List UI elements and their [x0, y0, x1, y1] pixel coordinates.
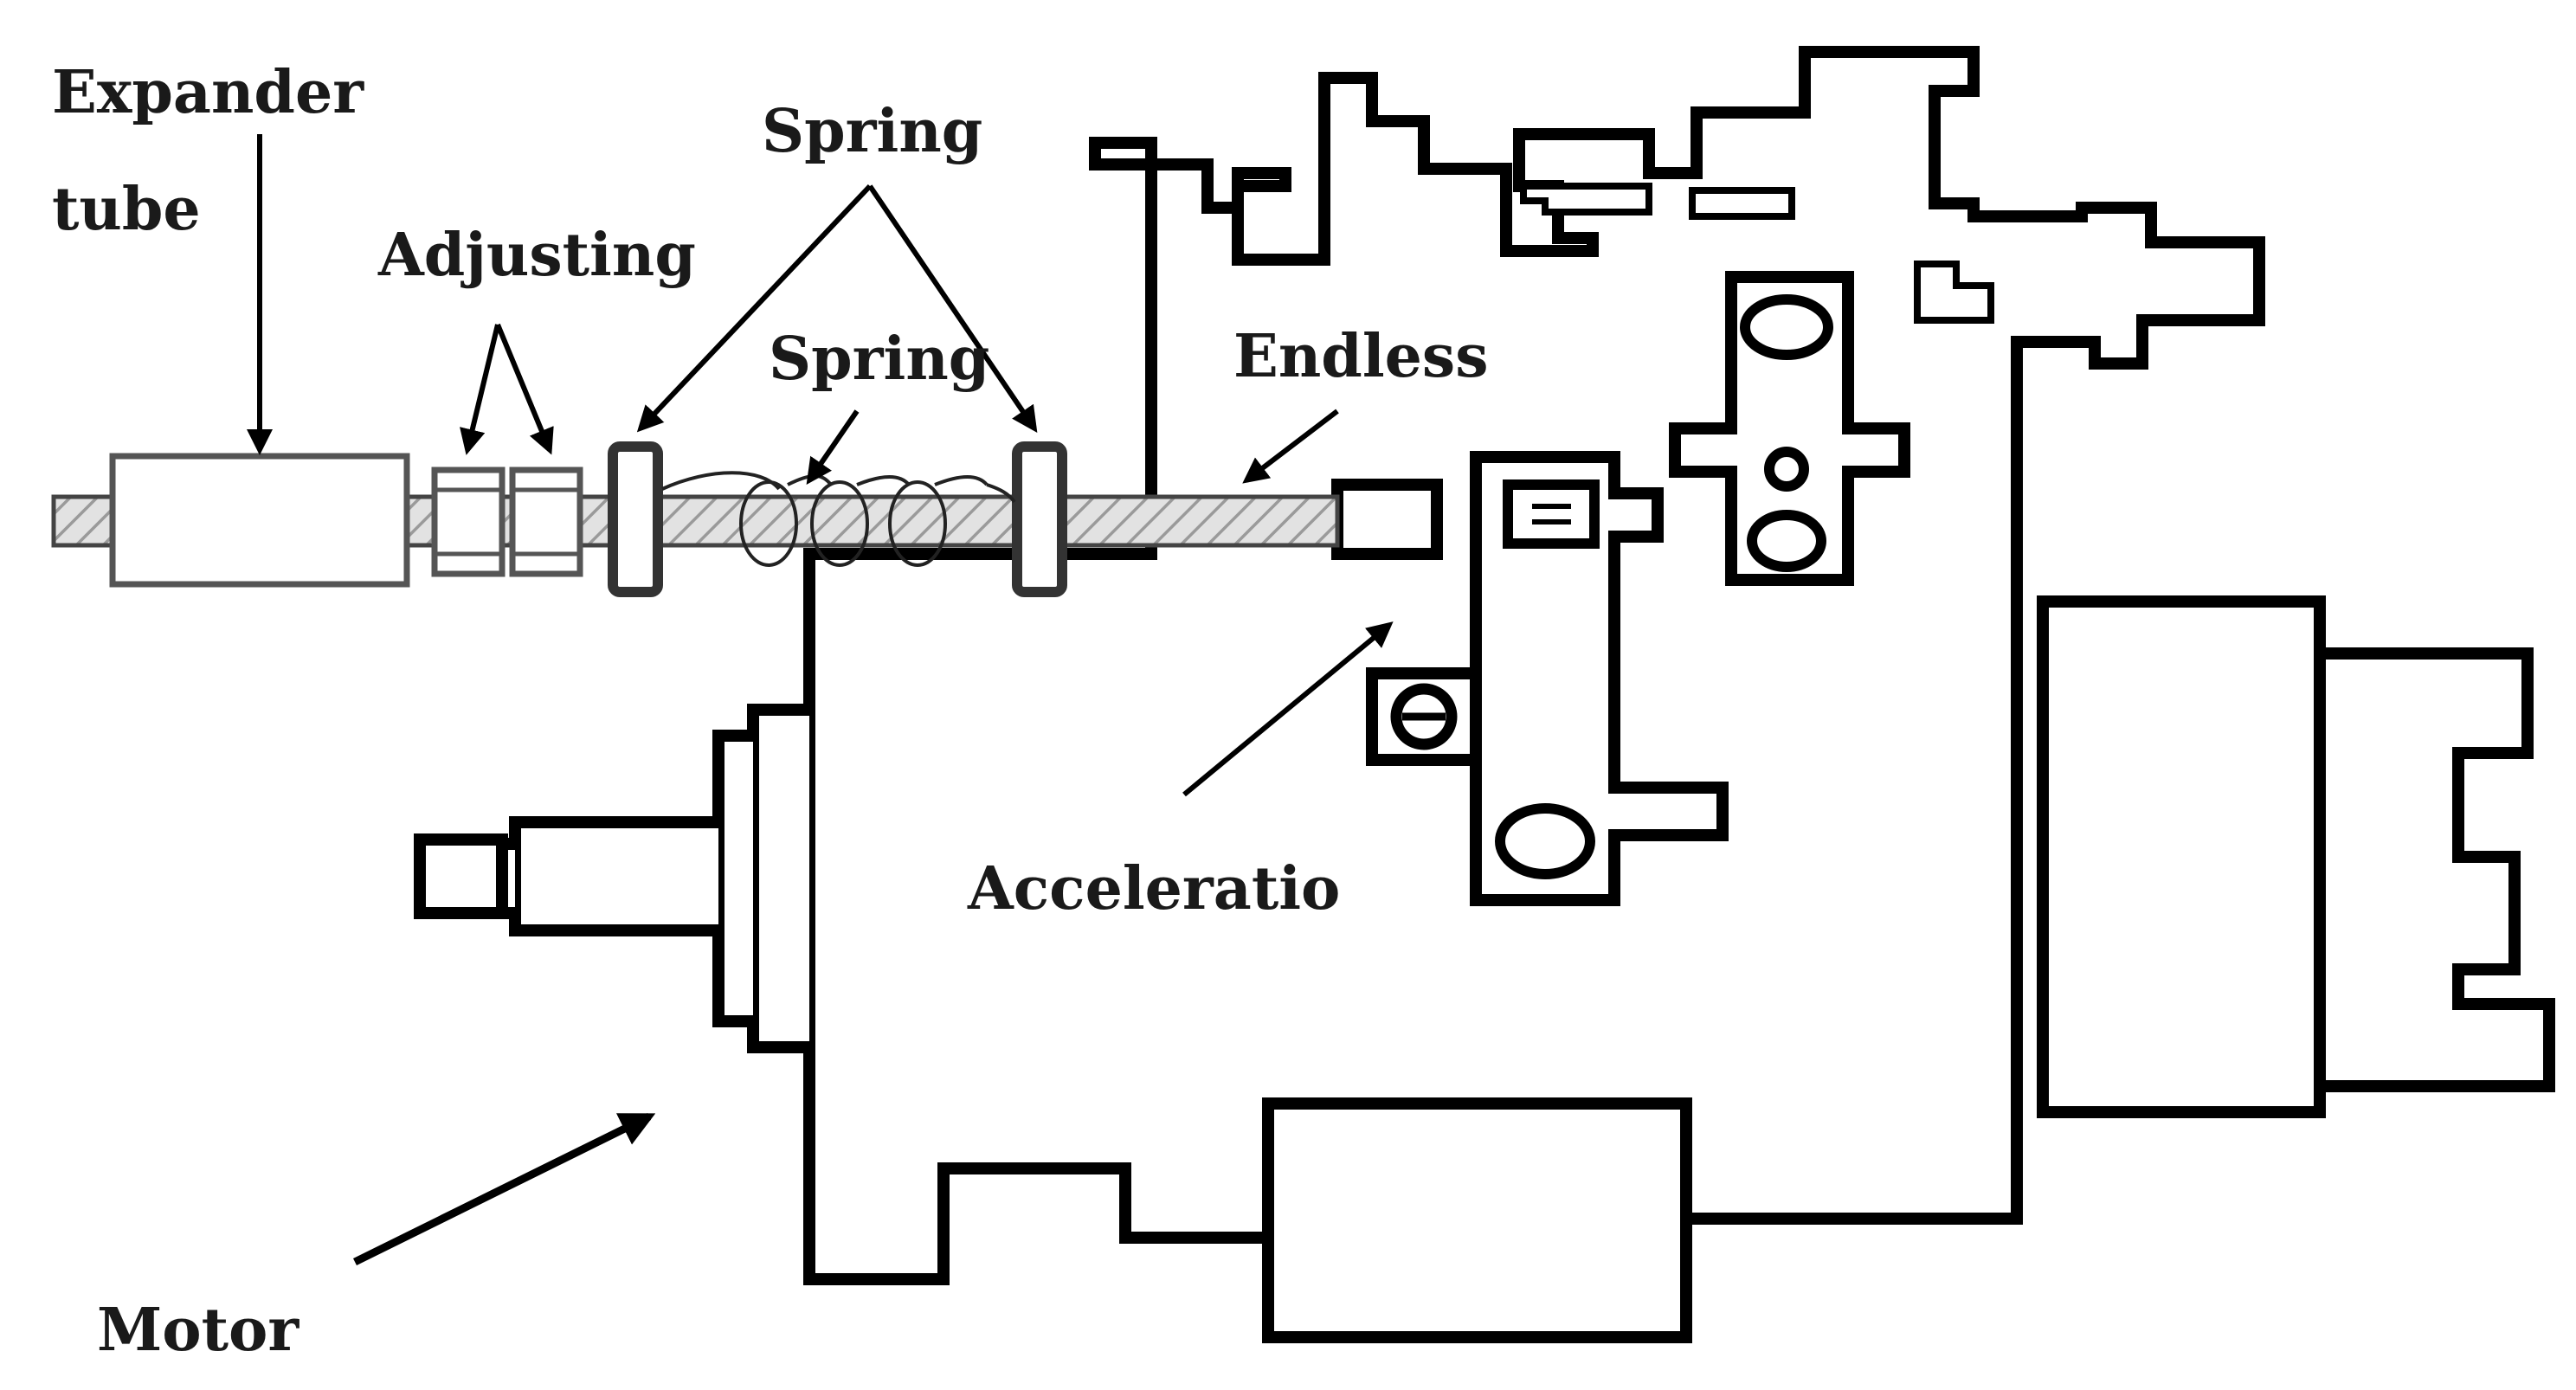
- arrow-spring-mid: [806, 409, 860, 485]
- coil-spring: [661, 471, 1016, 567]
- top-detail-3: [1914, 261, 1994, 324]
- label-spring-mid: Spring: [769, 325, 989, 394]
- inlet-cap: [414, 833, 508, 919]
- label-tube: tube: [52, 175, 201, 244]
- shaft-assembly: [51, 441, 1340, 597]
- label-spring-top: Spring: [762, 97, 982, 166]
- left-flange-step: [712, 730, 753, 1027]
- lever-lower-hole: [1747, 510, 1826, 572]
- expander-tube-part: [109, 453, 410, 588]
- label-endless: Endless: [1233, 322, 1488, 391]
- right-housing-block: [2037, 595, 2326, 1118]
- acceleration-lever: [1470, 451, 1729, 906]
- label-acceleratio: Acceleratio: [967, 854, 1340, 923]
- endless-end-block: [1331, 479, 1443, 560]
- arrow-adjusting-1: [460, 324, 500, 455]
- bottom-motor-block: [1262, 1097, 1692, 1343]
- arrow-endless: [1242, 409, 1339, 484]
- adjusting-nut-1: [431, 467, 506, 577]
- spring-seat-right: [1012, 441, 1067, 597]
- left-flange: [747, 704, 809, 1053]
- lever-slot: [1503, 479, 1600, 549]
- top-detail-1: [1520, 183, 1652, 216]
- lever-upper-hole: [1740, 294, 1833, 360]
- top-detail-2: [1689, 187, 1795, 220]
- label-expander: Expander: [52, 58, 364, 127]
- lever-small-hole: [1764, 447, 1809, 492]
- arrow-adjusting-2: [495, 323, 554, 455]
- arrow-motor: [353, 1112, 656, 1266]
- governor-lever: [1669, 271, 1910, 586]
- right-end-plate: [2314, 647, 2555, 1092]
- arrow-acceleratio: [1182, 621, 1394, 797]
- acceleration-lever-hole: [1495, 803, 1595, 879]
- callout-arrows: [247, 134, 1394, 1266]
- governor-assembly: [1331, 271, 1910, 906]
- spring-seat-left: [608, 441, 663, 597]
- adjusting-nut-2: [509, 467, 583, 577]
- arrow-spring-right: [867, 184, 1038, 433]
- labels: Expander tube Adjusting Spring Spring En…: [52, 58, 1488, 1365]
- label-motor: Motor: [97, 1296, 299, 1365]
- label-adjusting: Adjusting: [377, 221, 696, 290]
- arrow-spring-left: [636, 183, 873, 433]
- inlet-neck: [509, 816, 718, 936]
